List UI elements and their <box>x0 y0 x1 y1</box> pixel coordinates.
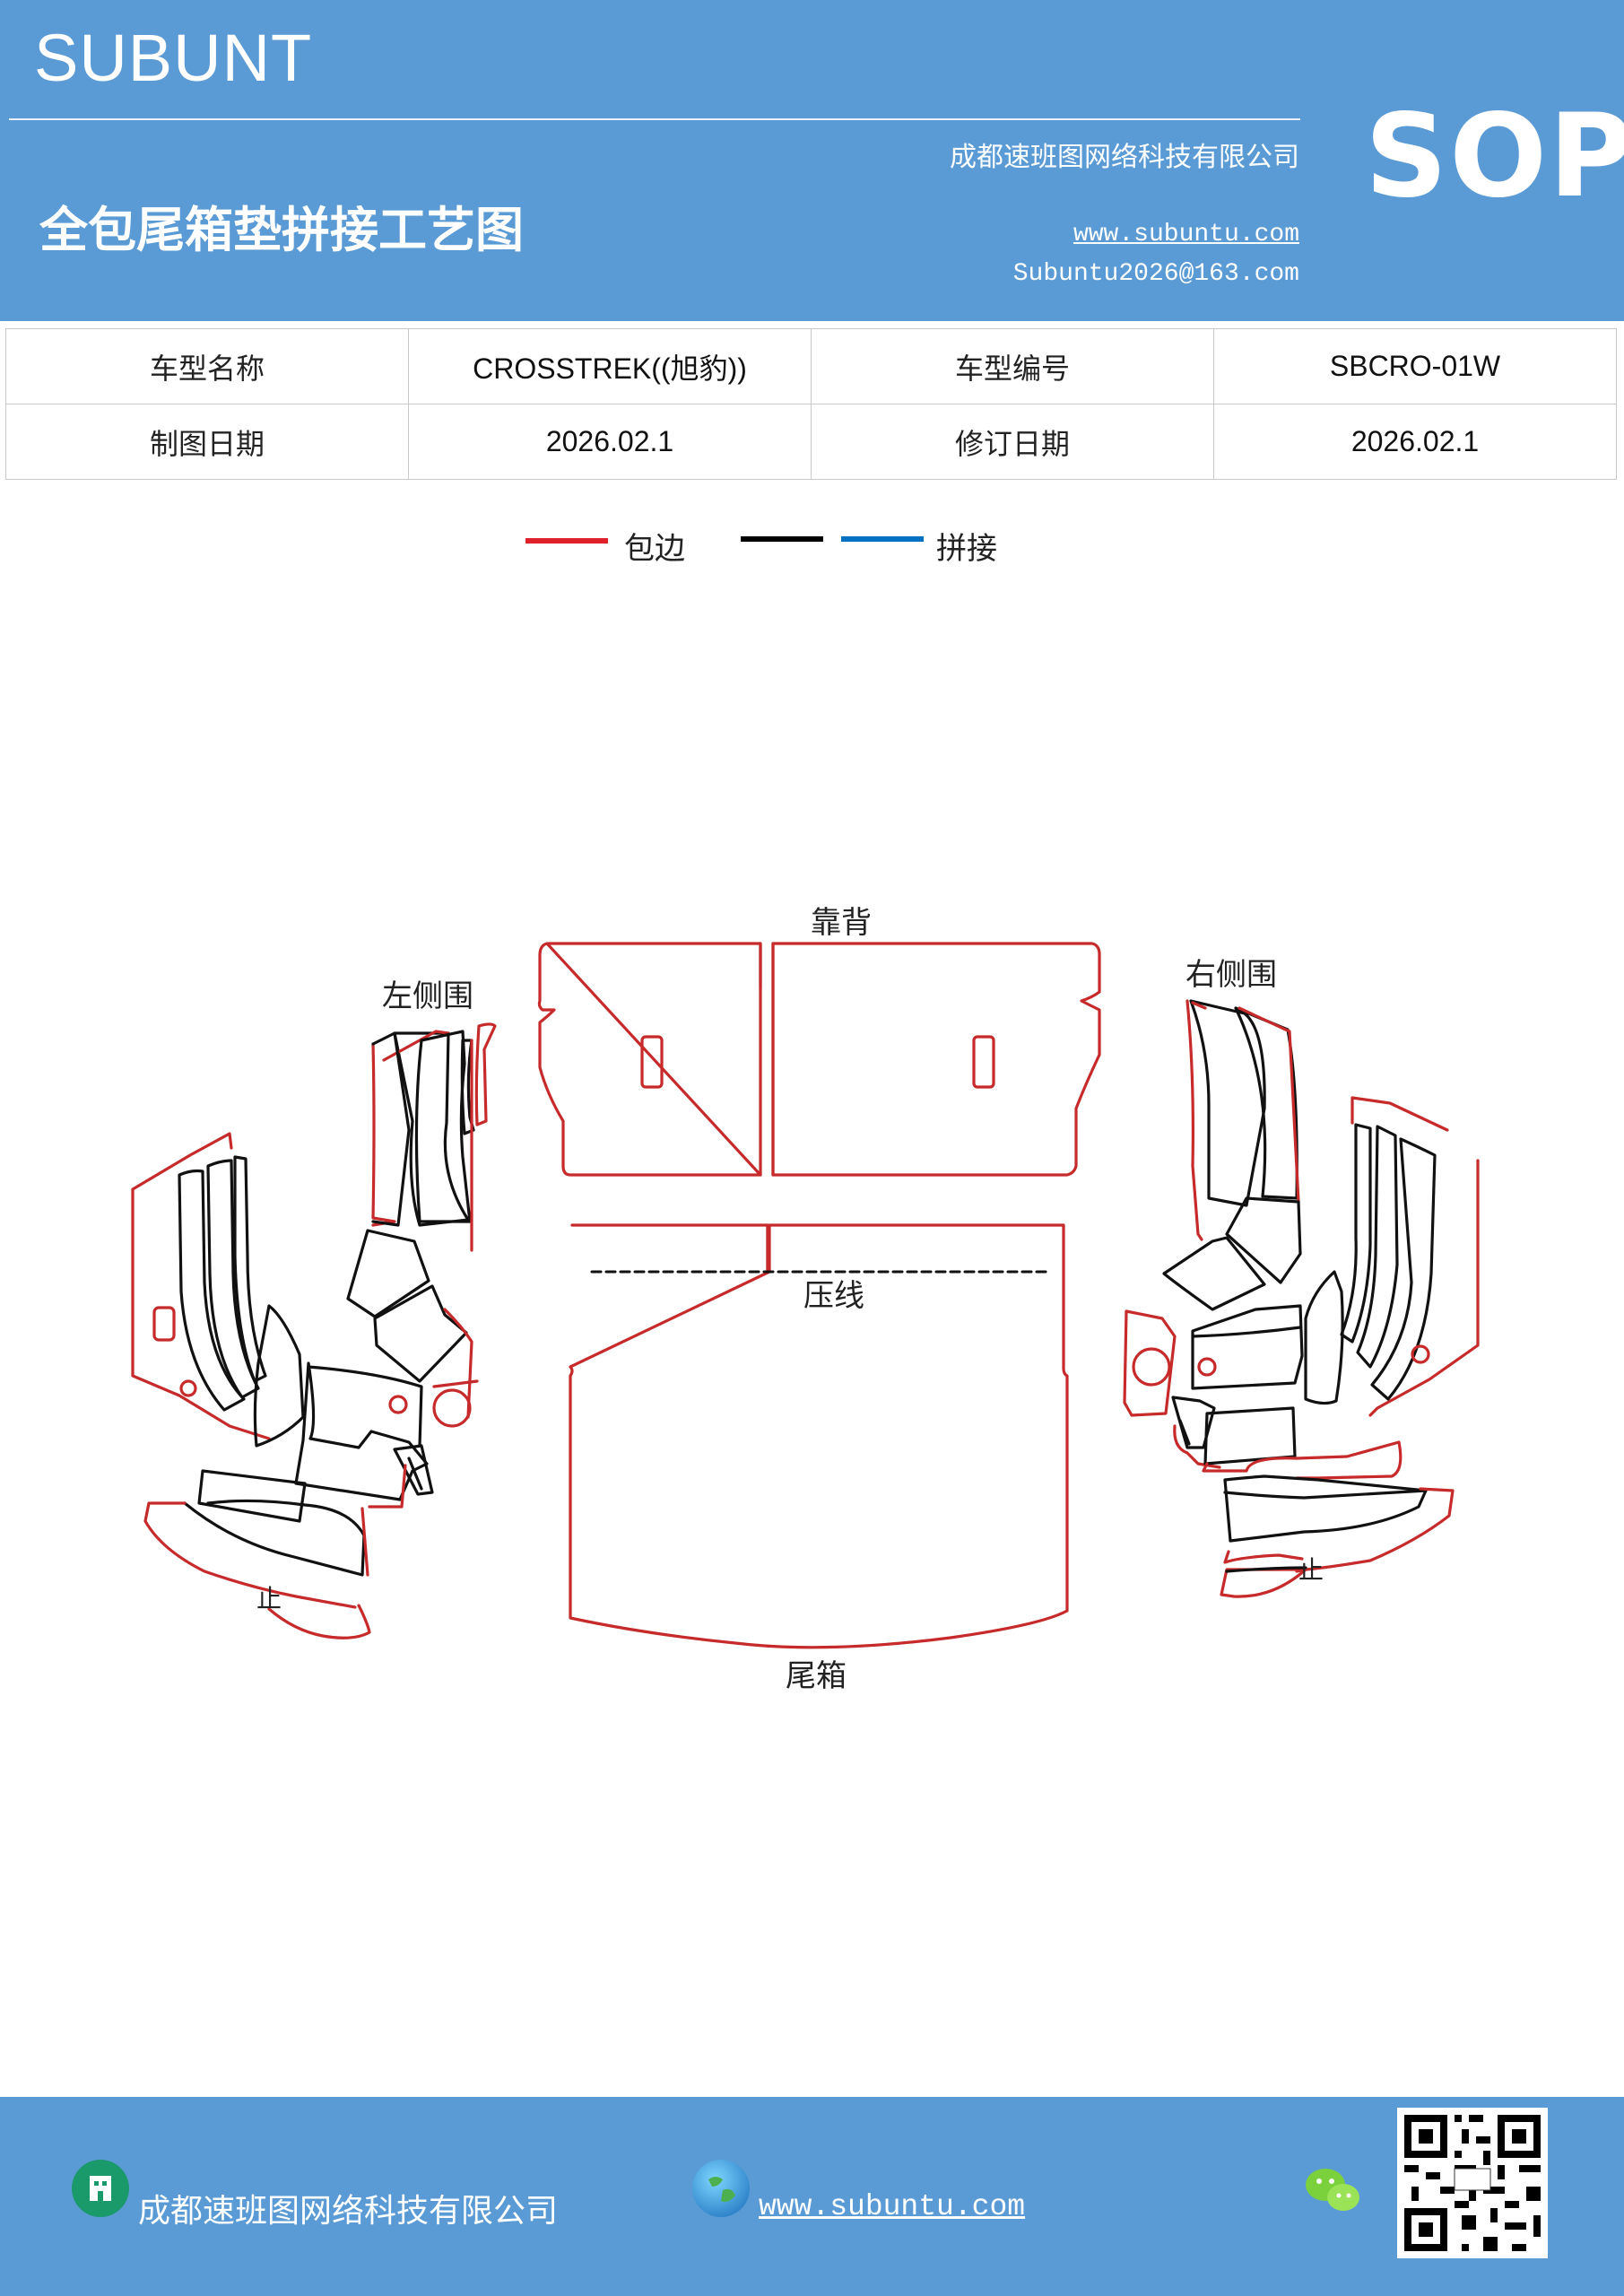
brand-name: SUBUNT <box>34 21 313 95</box>
email-address[interactable]: Subuntu2026@163.com <box>1012 260 1299 288</box>
right-side-panels <box>1123 999 1480 1598</box>
label-left-side: 左侧围 <box>382 978 473 1014</box>
legend-black-line <box>741 536 823 542</box>
backrest-left-panel <box>537 942 762 1177</box>
backrest-right-panel <box>771 942 1101 1177</box>
trunk-floor-panel <box>569 1223 1069 1649</box>
qr-code[interactable] <box>1397 2108 1548 2258</box>
model-name-label: 车型名称 <box>5 328 409 404</box>
wechat-icon[interactable] <box>1302 2163 1359 2221</box>
revision-date-label: 修订日期 <box>811 404 1214 480</box>
legend-seam-line <box>841 536 924 542</box>
header-divider <box>9 118 1300 120</box>
header-banner: SUBUNT 成都速班图网络科技有限公司 SOP 全包尾箱垫拼接工艺图 www.… <box>0 0 1624 321</box>
mat-layout-diagram: 靠背 左侧围 右侧围 压线 尾箱 止 止 <box>131 905 1480 1694</box>
label-stop-right: 止 <box>1298 1555 1324 1585</box>
label-stop-left: 止 <box>256 1584 282 1613</box>
footer-company: 成都速班图网络科技有限公司 <box>138 2193 559 2230</box>
website-link[interactable]: www.subuntu.com <box>1073 221 1299 248</box>
company-name: 成都速班图网络科技有限公司 <box>950 142 1299 173</box>
left-side-panels <box>131 1022 497 1639</box>
legend-seam-label: 拼接 <box>936 531 997 567</box>
model-code-label: 车型编号 <box>811 328 1214 404</box>
label-trunk: 尾箱 <box>786 1658 847 1694</box>
model-name-value: CROSSTREK((旭豹)) <box>408 328 812 404</box>
drawing-date-label: 制图日期 <box>5 404 409 480</box>
model-code-value: SBCRO-01W <box>1213 328 1617 404</box>
sop-badge: SOP <box>1365 90 1624 223</box>
model-info-table: 车型名称 CROSSTREK((旭豹)) 车型编号 SBCRO-01W 制图日期… <box>5 328 1617 480</box>
legend-edge-line <box>525 538 608 544</box>
footer-website-link[interactable]: www.subuntu.com <box>759 2190 1026 2223</box>
document-title: 全包尾箱垫拼接工艺图 <box>39 202 524 258</box>
legend-edge-label: 包边 <box>624 531 685 567</box>
footer-banner: 成都速班图网络科技有限公司 www.subuntu.com <box>0 2097 1624 2296</box>
building-icon <box>72 2160 129 2217</box>
globe-icon <box>692 2160 750 2217</box>
label-press-line: 压线 <box>803 1278 864 1314</box>
revision-date-value: 2026.02.1 <box>1213 404 1617 480</box>
table-row: 车型名称 CROSSTREK((旭豹)) 车型编号 SBCRO-01W <box>5 328 1617 404</box>
label-right-side: 右侧围 <box>1185 957 1277 993</box>
table-row: 制图日期 2026.02.1 修订日期 2026.02.1 <box>5 404 1617 480</box>
drawing-date-value: 2026.02.1 <box>408 404 812 480</box>
label-backrest: 靠背 <box>811 905 872 941</box>
